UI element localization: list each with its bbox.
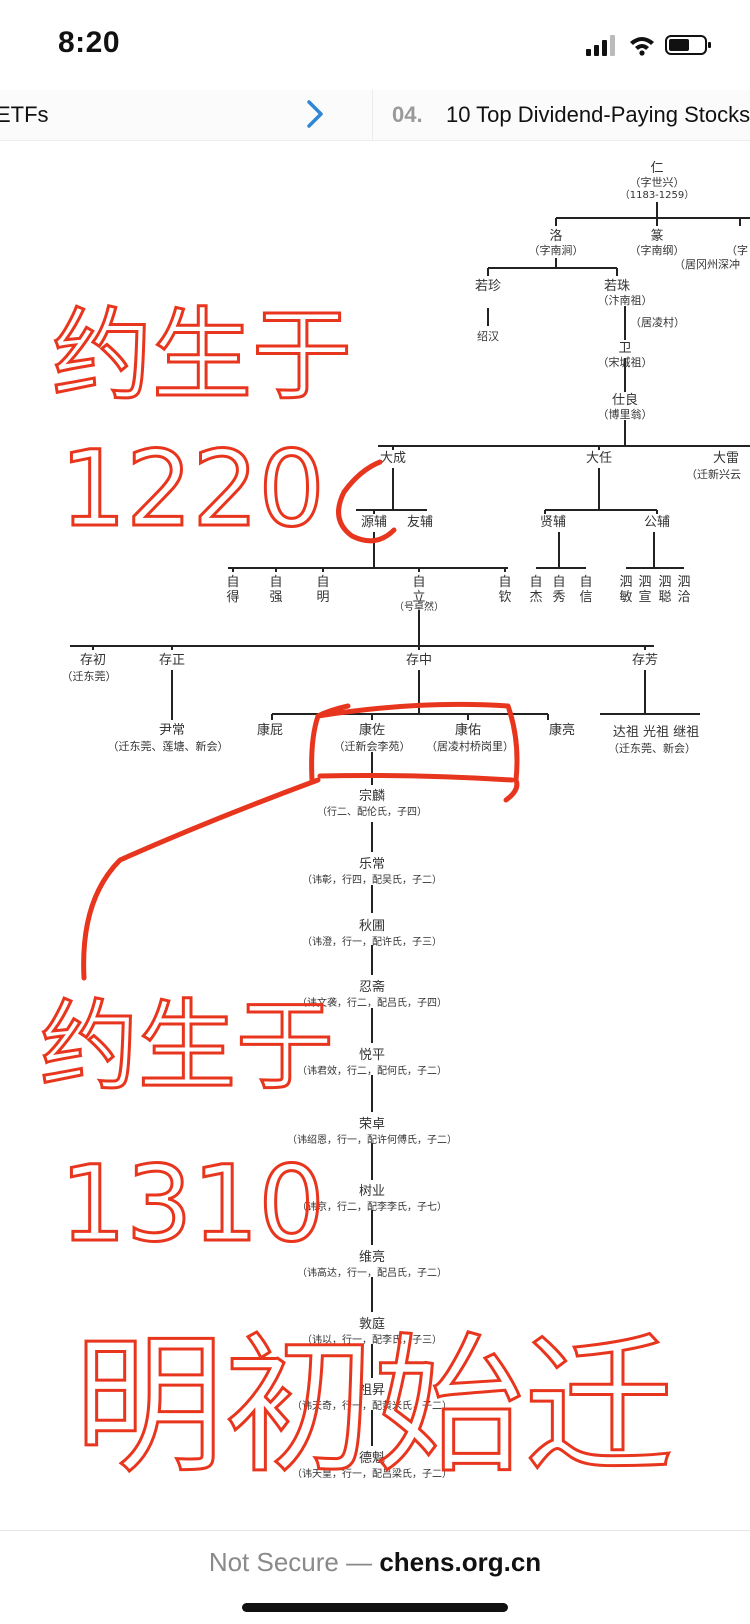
tree-node: 大任 xyxy=(586,451,612,466)
status-bar: 8:20 xyxy=(0,0,750,90)
tree-node: 自秀 xyxy=(552,575,565,605)
lineage-name: 悦平 xyxy=(359,1048,385,1063)
tree-node: 存正 xyxy=(159,653,185,668)
tree-node: 大雷 xyxy=(713,451,739,466)
tree-node: 康亮 xyxy=(549,722,575,738)
related-article-number: 04. xyxy=(392,102,423,127)
tree-node: 自得 xyxy=(226,575,239,605)
tree-node: 自立 xyxy=(412,575,425,605)
tree-node-note: （迁东莞） xyxy=(62,670,117,683)
tree-node: 泗敏 xyxy=(619,575,632,605)
lineage-name: 德魁 xyxy=(359,1450,385,1466)
battery-icon xyxy=(665,35,711,55)
lineage-name: 祖昇 xyxy=(359,1383,385,1398)
security-label: Not Secure — xyxy=(208,1547,373,1577)
tree-node: 泗宣 xyxy=(638,575,651,605)
lineage-note: （讳澄，行一，配许氏，子三） xyxy=(302,935,442,948)
tree-node: 存中 xyxy=(406,653,432,668)
lineage-name: 维亮 xyxy=(359,1249,385,1265)
tree-node-note: （居凌村桥岗里） xyxy=(426,739,514,753)
lineage-name: 乐常 xyxy=(359,857,385,872)
tree-node-note: （迁东莞、新会） xyxy=(608,741,696,755)
lineage-note: （讳天皇，行一，配吕梁氏，子二） xyxy=(292,1467,452,1480)
lineage-note: （讳绍恩，行一，配许何傅氏，子二） xyxy=(287,1133,457,1146)
tree-node: 自杰 xyxy=(529,575,542,605)
tree-node: 自强 xyxy=(269,575,282,605)
lineage-name: 敦庭 xyxy=(359,1316,385,1332)
lineage-name: 宗麟 xyxy=(359,788,385,804)
tree-node-note: （字南纲） xyxy=(630,243,685,257)
tree-node: 大成 xyxy=(380,451,406,466)
cellular-signal-icon xyxy=(586,35,615,56)
tree-node-note: （迁新兴云 xyxy=(686,467,741,481)
lineage-name: 荣卓 xyxy=(359,1117,385,1132)
tree-node: 康佑 xyxy=(455,722,481,738)
tree-node: 卫 xyxy=(618,341,631,356)
tree-lines xyxy=(70,202,750,1446)
tree-node: 自信 xyxy=(579,575,592,605)
tree-node: 源辅 xyxy=(361,515,387,530)
tree-node: 友辅 xyxy=(407,514,433,530)
lineage-note: （讳彰，行四，配吴氏，子二） xyxy=(302,873,442,886)
tree-node: 贤辅 xyxy=(540,515,566,530)
url-bar[interactable]: Not Secure — chens.org.cn xyxy=(0,1530,750,1624)
tree-node-note: （博里翁） xyxy=(598,407,653,421)
lineage-name: 树业 xyxy=(359,1184,385,1199)
home-indicator[interactable] xyxy=(242,1603,508,1612)
tree-node: 自明 xyxy=(316,575,329,605)
tree-node: 绍汉 xyxy=(477,329,499,343)
tree-node: 尹常 xyxy=(159,723,185,738)
tree-node-note: （字南涧） xyxy=(529,243,584,257)
tree-node: 泗洽 xyxy=(677,575,690,605)
chevron-right-icon[interactable] xyxy=(300,96,330,132)
status-icons xyxy=(586,35,711,56)
tree-node: 泗聪 xyxy=(658,575,671,605)
tree-node: 存初 xyxy=(80,653,106,668)
lineage-name: 忍斋 xyxy=(359,979,385,995)
related-articles-strip: ETFs 04. 10 Top Dividend-Paying Stocks xyxy=(0,90,750,141)
tree-node: 仕良 xyxy=(612,392,638,408)
page-content: 仁 （字世兴） （1183-1259） 洛 （字南涧） 篆 （字南纲） （字 （… xyxy=(0,140,750,1530)
tree-node-note: （居凌村） xyxy=(630,315,685,329)
lineage-note: （行二、配伦氏，子四） xyxy=(317,805,427,818)
tree-node: 若珠 xyxy=(604,278,630,294)
url-domain: chens.org.cn xyxy=(379,1547,542,1577)
tree-node: 自钦 xyxy=(498,575,511,605)
clock: 8:20 xyxy=(58,26,121,59)
lineage-name: 秋圃 xyxy=(359,919,385,934)
lineage-list: 宗麟（行二、配伦氏，子四） 乐常（讳彰，行四，配吴氏，子二） 秋圃（讳澄，行一，配许… xyxy=(287,788,457,1480)
family-tree: 仁 （字世兴） （1183-1259） 洛 （字南涧） 篆 （字南纲） （字 （… xyxy=(62,161,750,1480)
tree-node-note: （迁新会李苑） xyxy=(334,739,411,753)
lineage-note: （讳天奇，行一，配黄米氏，子二） xyxy=(292,1399,452,1412)
related-article-next[interactable]: 10 Top Dividend-Paying Stocks xyxy=(446,102,750,127)
tree-node-note: （宋城祖） xyxy=(598,355,653,369)
tree-node: 康屁 xyxy=(257,722,283,738)
wifi-icon xyxy=(630,37,654,56)
lineage-note: （讳高达，行一，配吕氏，子二） xyxy=(297,1266,447,1279)
tree-node-note: （迁东莞、莲塘、新会） xyxy=(108,739,229,753)
tree-node: 公辅 xyxy=(644,515,670,530)
related-article-prev[interactable]: ETFs xyxy=(0,102,49,127)
tree-node-note: （字 xyxy=(726,243,748,257)
lineage-note: （讳以，行一，配李氏，子三） xyxy=(302,1333,442,1346)
tree-node: 存芳 xyxy=(632,653,658,668)
tree-node-note: （汴南祖） xyxy=(598,293,653,307)
strip-divider xyxy=(372,90,373,140)
tree-root-note: （字世兴） xyxy=(630,175,685,189)
url-text[interactable]: Not Secure — chens.org.cn xyxy=(0,1547,750,1578)
tree-node-note: （号卓然） xyxy=(394,600,444,613)
tree-node: 若珍 xyxy=(475,278,501,294)
tree-root-name: 仁 xyxy=(650,161,663,176)
tree-node: 篆 xyxy=(650,228,663,244)
lineage-note: （讳京，行二，配李李氏，子七） xyxy=(297,1200,447,1213)
tree-node: 康佐 xyxy=(359,722,385,738)
tree-root-years: （1183-1259） xyxy=(620,189,695,201)
tree-node: 洛 xyxy=(549,229,562,244)
lineage-note: （讳文袭，行二，配吕氏，子四） xyxy=(297,996,447,1009)
tree-node-note: （居冈州深冲 xyxy=(674,257,740,271)
tree-node: 达祖 光祖 继祖 xyxy=(613,725,699,740)
lineage-note: （讳君效，行二，配何氏，子二） xyxy=(297,1064,447,1077)
